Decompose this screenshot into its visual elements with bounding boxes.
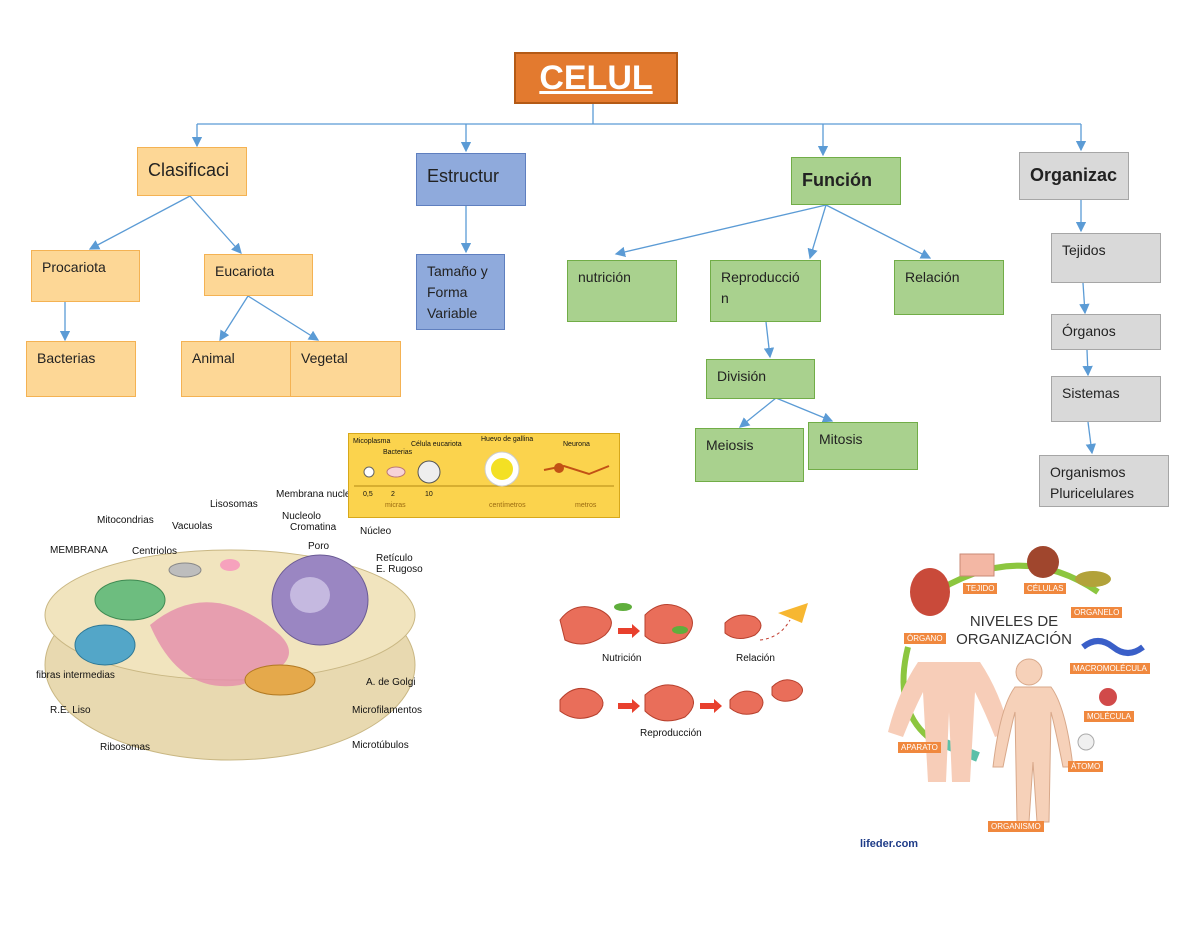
node-procariota-label: Procariota	[42, 259, 106, 275]
node-bacterias: Bacterias	[26, 341, 136, 397]
tamano-line-1: Tamaño y	[427, 263, 488, 279]
func-label-nutricion: Nutrición	[602, 653, 642, 664]
scale-label-2: Bacterias	[383, 449, 413, 456]
scale-bottom-4: micras	[385, 502, 406, 509]
node-clasificacion-label: Clasificaci	[148, 160, 230, 180]
tag-tejido: TEJIDO	[963, 583, 998, 594]
tag-organelo: ORGANELO	[1071, 607, 1123, 618]
node-vegetal: Vegetal	[290, 341, 401, 397]
tag-macromolecula: MACROMOLÉCULA	[1070, 663, 1150, 674]
node-relacion: Relación	[894, 260, 1004, 315]
label-membrana: MEMBRANA	[50, 545, 108, 556]
node-organismos: Organismos Pluricelulares	[1039, 455, 1169, 507]
tag-molecula: MOLÉCULA	[1084, 711, 1135, 722]
func-label-relacion: Relación	[736, 653, 775, 664]
functions-illustration: Nutrición Relación Reproducción	[550, 595, 815, 745]
tag-organismo: ORGANISMO	[988, 821, 1044, 832]
tag-organo: ÓRGANO	[904, 633, 946, 644]
scale-label-4: Huevo de gallina	[481, 436, 534, 443]
levels-title: NIVELES DE ORGANIZACIÓN	[954, 613, 1074, 649]
levels-title-line-1: NIVELES DE	[969, 613, 1059, 630]
label-poro: Poro	[308, 541, 330, 552]
label-re-liso: R.E. Liso	[50, 705, 91, 716]
organismos-line-2: Pluricelulares	[1050, 485, 1135, 501]
label-centriolos: Centriolos	[132, 546, 178, 557]
node-tejidos-label: Tejidos	[1062, 242, 1106, 258]
levels-illustration: NIVELES DE ORGANIZACIÓN TEJIDO CÉLULAS O…	[868, 537, 1168, 837]
node-relacion-label: Relación	[905, 269, 960, 285]
tag-celulas: CÉLULAS	[1024, 583, 1067, 594]
cell-illustration	[44, 549, 416, 761]
node-sistemas-label: Sistemas	[1062, 385, 1120, 401]
func-label-reproduccion: Reproducción	[640, 728, 702, 739]
node-clasificacion: Clasificaci	[137, 147, 247, 196]
node-vegetal-label: Vegetal	[301, 350, 348, 366]
label-lisosomas: Lisosomas	[210, 499, 258, 510]
node-reproduccion: Reproducció n	[710, 260, 821, 322]
levels-credit: lifeder.com	[860, 838, 919, 850]
label-microfilamentos: Microfilamentos	[352, 705, 423, 716]
node-mitosis-label: Mitosis	[819, 431, 863, 447]
node-estructural: Estructur	[416, 153, 526, 206]
scale-bottom-6: metros	[575, 502, 597, 509]
label-ribosomas: Ribosomas	[100, 742, 151, 753]
node-meiosis-label: Meiosis	[706, 437, 754, 453]
functions-drawing	[559, 603, 808, 722]
scale-label-1: Micoplasma	[353, 438, 391, 445]
node-organos-label: Órganos	[1062, 323, 1116, 339]
node-funcion: Función	[791, 157, 901, 205]
node-organizacion-label: Organizac	[1030, 165, 1118, 185]
label-cromatina: Cromatina	[290, 522, 337, 533]
size-scale-panel: Micoplasma Bacterias Célula eucariota Hu…	[348, 433, 620, 518]
label-mitocondrias: Mitocondrias	[97, 515, 154, 526]
node-organizacion: Organizac	[1019, 152, 1129, 200]
label-membrana-nuclear: Membrana nuclear	[276, 489, 360, 500]
node-nutricion-label: nutrición	[578, 269, 631, 285]
scale-bottom-5: centímetros	[489, 502, 526, 509]
scale-label-5: Neurona	[563, 441, 590, 448]
node-division: División	[706, 359, 815, 399]
tamano-line-3: Variable	[427, 305, 478, 321]
tag-atomo: ÁTOMO	[1068, 761, 1104, 772]
node-eucariota: Eucariota	[204, 254, 313, 296]
scale-bottom-2: 2	[391, 491, 395, 498]
node-mitosis: Mitosis	[808, 422, 918, 470]
organismos-line-1: Organismos	[1050, 464, 1126, 480]
node-estructural-label: Estructur	[427, 166, 500, 186]
node-eucariota-label: Eucariota	[215, 263, 275, 279]
label-microtubulos: Microtúbulos	[352, 740, 409, 751]
node-tejidos: Tejidos	[1051, 233, 1161, 283]
cell-diagram: Mitocondrias MEMBRANA Centriolos Vacuola…	[30, 489, 430, 765]
node-organos: Órganos	[1051, 314, 1161, 350]
label-vacuolas: Vacuolas	[172, 521, 213, 532]
levels-drawing	[888, 546, 1145, 823]
node-animal-label: Animal	[192, 350, 235, 366]
label-nucleolo: Nucleolo	[282, 511, 321, 522]
node-bacterias-label: Bacterias	[37, 350, 96, 366]
label-e-rugoso: E. Rugoso	[376, 564, 423, 575]
levels-title-line-2: ORGANIZACIÓN	[956, 631, 1072, 648]
tag-aparato: APARATO	[898, 742, 941, 753]
size-scale-illustration	[354, 451, 614, 487]
label-golgi: A. de Golgi	[366, 677, 416, 688]
label-fibras: fibras intermedias	[36, 670, 115, 681]
label-nucleo: Núcleo	[360, 526, 392, 537]
node-reproduccion-label: Reproducció n	[721, 269, 800, 306]
node-sistemas: Sistemas	[1051, 376, 1161, 422]
node-division-label: División	[717, 368, 767, 384]
scale-bottom-1: 0,5	[363, 491, 373, 498]
node-procariota: Procariota	[31, 250, 140, 302]
node-meiosis: Meiosis	[695, 428, 804, 482]
title-text: CELUL	[539, 59, 653, 97]
label-reticulo: Retículo	[376, 553, 413, 564]
node-funcion-label: Función	[802, 170, 872, 190]
title-box: CELUL	[514, 52, 678, 104]
scale-label-3: Célula eucariota	[411, 441, 462, 448]
node-nutricion: nutrición	[567, 260, 677, 322]
node-tamano-forma: Tamaño y Forma Variable	[416, 254, 505, 330]
node-animal: Animal	[181, 341, 291, 397]
scale-bottom-3: 10	[425, 491, 433, 498]
tamano-line-2: Forma	[427, 284, 468, 300]
